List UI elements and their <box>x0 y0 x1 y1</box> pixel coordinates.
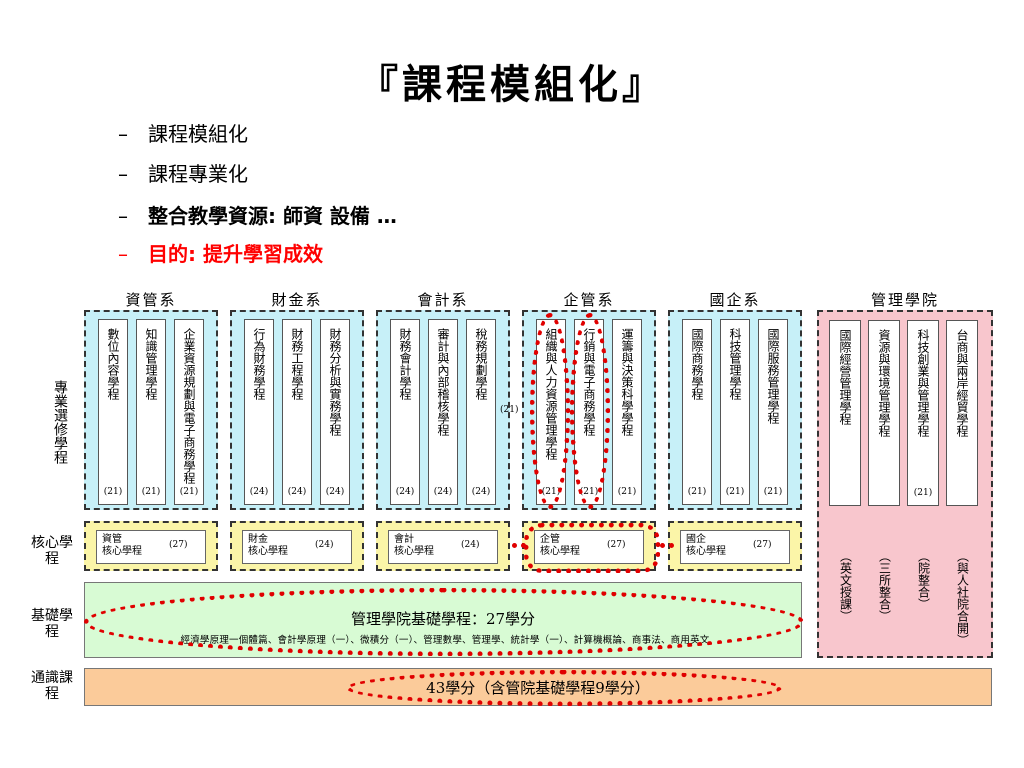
program-card: 財務會計學程 <box>390 319 420 505</box>
label-elective: 專業選修學程 <box>52 380 68 464</box>
core-dept: 會計 <box>394 534 414 545</box>
program-card: 行為財務學程 <box>244 319 274 505</box>
bullet-2: –課程專業化 <box>118 162 248 186</box>
program-card: 國際服務管理學程 <box>758 319 788 505</box>
program-card: 財務工程學程 <box>282 319 312 505</box>
program-card: 運籌與決策科學學程 <box>612 319 642 505</box>
mgmt-program-note: （英文授課） <box>838 550 853 622</box>
core-label: 核心學程 <box>248 546 288 557</box>
mgmt-program-note: （三所整合） <box>877 550 892 622</box>
core-label: 核心學程 <box>540 546 580 557</box>
core-program-card: 企管核心學程 (27) <box>534 530 644 564</box>
side-credit: (21) <box>500 405 519 415</box>
highlight-dash-left <box>512 543 526 548</box>
program-card: 企業資源規劃與電子商務學程 <box>174 319 204 505</box>
mgmt-program-card: 科技創業與管理學程 <box>907 320 939 506</box>
program-credit: (24) <box>395 487 415 497</box>
program-card: 稅務規劃學程 <box>466 319 496 505</box>
program-card: 知識管理學程 <box>136 319 166 505</box>
core-dept: 資管 <box>102 534 122 545</box>
mgmt-program-credit: (21) <box>913 488 933 498</box>
program-credit: (24) <box>433 487 453 497</box>
mgmt-school-head: 管理學院 <box>870 291 939 309</box>
highlight-dash-right <box>660 543 674 548</box>
highlight-oval-base <box>84 588 804 656</box>
program-card: 國際商務學程 <box>682 319 712 505</box>
program-credit: (21) <box>141 487 161 497</box>
core-credit: (27) <box>753 540 772 550</box>
program-credit: (21) <box>103 487 123 497</box>
program-card: 財務分析與實務學程 <box>320 319 350 505</box>
core-program-card: 資管核心學程 (27) <box>96 530 206 564</box>
core-credit: (27) <box>607 540 626 550</box>
core-credit: (24) <box>461 540 480 550</box>
program-credit: (24) <box>471 487 491 497</box>
program-credit: (24) <box>249 487 269 497</box>
highlight-oval-marketing <box>570 313 610 509</box>
dept-head: 企管系 <box>563 291 615 309</box>
bullet-goal: –目的: 提升學習成效 <box>118 242 323 266</box>
highlight-oval-general <box>346 670 782 706</box>
highlight-core-ba <box>524 523 660 573</box>
label-general: 通識課程 <box>31 670 73 702</box>
core-dept: 企管 <box>540 534 560 545</box>
slide-title: 『課程模組化』 <box>358 61 666 108</box>
label-core: 核心學程 <box>31 535 73 567</box>
label-base: 基礎學程 <box>31 608 73 640</box>
program-credit: (24) <box>325 487 345 497</box>
mgmt-program-card: 台商與兩岸經貿學程 <box>946 320 978 506</box>
program-card: 審計與內部稽核學程 <box>428 319 458 505</box>
program-credit: (21) <box>179 487 199 497</box>
program-card: 科技管理學程 <box>720 319 750 505</box>
program-credit: (21) <box>617 487 637 497</box>
dept-head: 資管系 <box>125 291 177 309</box>
highlight-oval-hr <box>530 313 570 509</box>
core-label: 核心學程 <box>394 546 434 557</box>
core-credit: (27) <box>169 540 188 550</box>
mgmt-program-note: （與人社院合開） <box>955 550 970 646</box>
core-program-card: 會計核心學程 (24) <box>388 530 498 564</box>
mgmt-program-note: （院整合） <box>916 550 931 610</box>
core-label: 核心學程 <box>686 546 726 557</box>
program-credit: (21) <box>763 487 783 497</box>
core-program-card: 國企核心學程 (27) <box>680 530 790 564</box>
mgmt-program-card: 國際經營管理學程 <box>829 320 861 506</box>
core-label: 核心學程 <box>102 546 142 557</box>
program-card: 數位內容學程 <box>98 319 128 505</box>
core-credit: (24) <box>315 540 334 550</box>
program-credit: (21) <box>687 487 707 497</box>
core-program-card: 財金核心學程 (24) <box>242 530 352 564</box>
mgmt-program-card: 資源與環境管理學程 <box>868 320 900 506</box>
program-credit: (21) <box>725 487 745 497</box>
bullet-3: –整合教學資源: 師資 設備 … <box>118 204 397 228</box>
bullet-1: –課程模組化 <box>118 122 248 146</box>
dept-head: 會計系 <box>417 291 469 309</box>
core-dept: 財金 <box>248 534 268 545</box>
dept-head: 國企系 <box>709 291 761 309</box>
program-credit: (24) <box>287 487 307 497</box>
dept-head: 財金系 <box>271 291 323 309</box>
core-dept: 國企 <box>686 534 706 545</box>
